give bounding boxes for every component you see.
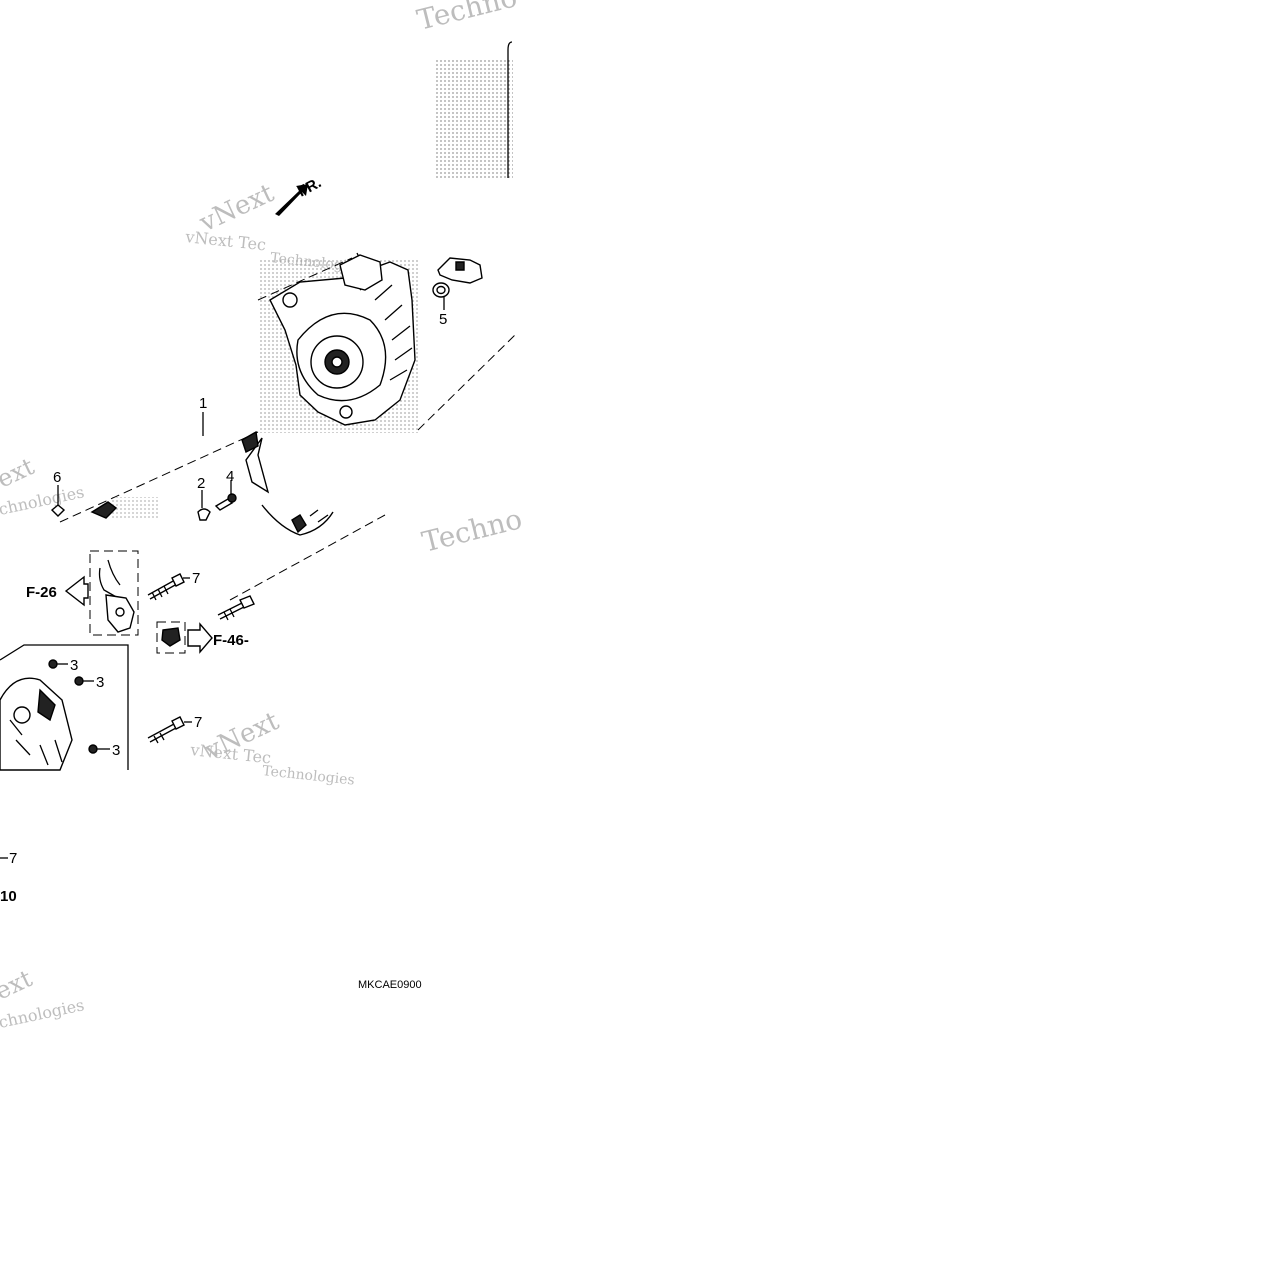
callout-7-lower: 7 [194,714,202,731]
callout-7-upper: 7 [192,570,200,587]
bolt-7-lower [147,716,185,744]
callout-6: 6 [53,469,61,486]
watermark-chnologies-bottom: chnologies [0,995,86,1032]
alternator-lower-fragment [241,430,334,536]
part-5-washer [432,257,483,298]
callout-3-c: 3 [112,742,120,759]
watermark-technologies-lower: Technologies [262,763,356,789]
front-arrow-icon [275,184,308,216]
f46-label: F-46- [213,632,249,649]
callout-4: 4 [226,468,234,485]
callout-2: 2 [197,475,205,492]
callout-10: 10 [0,888,17,905]
watermark-vnext-left: vNext Tec [184,227,267,254]
f26-reference[interactable]: F-26 [26,575,89,607]
clip-box [156,621,186,654]
bolt-7-middle [217,595,255,621]
front-direction-label: FR. [295,174,324,200]
watermark-logo-top [435,60,513,178]
callout-3-b: 3 [96,674,104,691]
watermark-techno-mid: Techno [419,502,526,559]
watermark-ext-left: ext [0,452,39,493]
right-arrow-icon [187,622,213,654]
watermark-techno-top: Techno [414,0,521,37]
bolt-7-upper [147,573,185,601]
f46-reference[interactable]: F-46- [187,622,249,654]
part-6-fragment [50,501,118,519]
part-2-4-fasteners [197,493,237,521]
callouts: 1 2 4 5 6 7 7 7 3 3 3 10 [0,311,447,905]
alternator-assembly [269,254,416,426]
left-arrow-icon [64,575,89,607]
watermark-dots-left [110,497,158,519]
diagram-code: MKCAE0900 [358,979,422,991]
callout-7-bottom: 7 [9,850,17,867]
front-direction-arrow: FR. [275,174,324,216]
callout-5: 5 [439,311,447,328]
watermark-vnext-mid: vNext [194,178,279,239]
callout-3-a: 3 [70,657,78,674]
watermark-group: Techno vNext Tec vNext Technologies ext … [0,0,525,1032]
watermark-logo-border [507,41,513,178]
f26-label: F-26 [26,584,57,601]
bracket-box [89,550,139,636]
lower-housing [0,644,129,771]
watermark-ext-bottom: ext [0,964,37,1005]
callout-1: 1 [199,395,207,412]
